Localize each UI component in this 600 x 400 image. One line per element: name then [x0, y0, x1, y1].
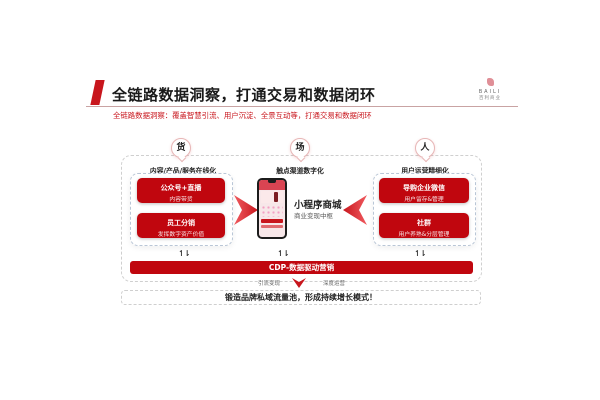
card-title: 导购企业微信 [403, 184, 445, 192]
flow-label-right: 深度运营 [323, 281, 346, 287]
page-title: 全链路数据洞察，打通交易和数据闭环 [112, 86, 376, 104]
exchange-arrows-icon: ↿⇂ [178, 249, 190, 258]
card-subtitle: 用户留存&管理 [404, 197, 444, 203]
exchange-arrows-icon: ↿⇂ [414, 249, 426, 258]
center-subtitle: 商业变现中枢 [294, 212, 333, 220]
people-card-community: 社群 用户养熟&分层管理 [379, 213, 469, 238]
logo-mark-icon [486, 78, 494, 86]
title-accent-bar [90, 80, 105, 105]
flow-label-left: 引流变现 [258, 281, 281, 287]
goods-card-live: 公众号+直播 内容带货 [137, 178, 225, 203]
phone-screen [259, 180, 285, 237]
place-label: 触点渠道数字化 [276, 167, 324, 175]
center-title: 小程序商城 [294, 200, 342, 211]
logo-text-en: BAILI [478, 89, 502, 95]
conclusion-banner: 锻造品牌私域流量池，形成持续增长模式！ [121, 290, 481, 305]
chevron-right-icon [234, 195, 258, 225]
people-label: 用户运营精细化 [401, 167, 449, 175]
goods-label: 内容/产品/服务在线化 [149, 167, 217, 175]
brand-logo: BAILI 百利商业 [470, 78, 510, 106]
chevron-left-icon [343, 195, 367, 225]
card-subtitle: 用户养熟&分层管理 [398, 232, 450, 238]
people-card-wecom: 导购企业微信 用户留存&管理 [379, 178, 469, 203]
card-title: 公众号+直播 [160, 184, 202, 192]
cdp-bar: CDP-数据驱动营销 [130, 261, 473, 274]
exchange-arrows-icon: ↿⇂ [277, 249, 289, 258]
place-pin: 场 [290, 138, 310, 158]
chevron-down-icon [292, 278, 306, 288]
mini-program-phone [257, 178, 287, 239]
product-bottle-icon [274, 192, 278, 202]
goods-pin: 货 [171, 138, 191, 158]
card-subtitle: 发挥数字资产价值 [157, 232, 205, 238]
logo-text-cn: 百利商业 [479, 96, 501, 101]
card-subtitle: 内容带货 [169, 197, 193, 203]
goods-card-distribution: 员工分销 发挥数字资产价值 [137, 213, 225, 238]
title-divider [86, 106, 518, 107]
people-pin: 人 [415, 138, 435, 158]
card-title: 员工分销 [167, 219, 195, 227]
page-subtitle: 全链路数据洞察：覆盖智慧引流、用户沉淀、全景互动等，打通交易和数据闭环 [113, 111, 372, 120]
card-title: 社群 [417, 219, 431, 227]
